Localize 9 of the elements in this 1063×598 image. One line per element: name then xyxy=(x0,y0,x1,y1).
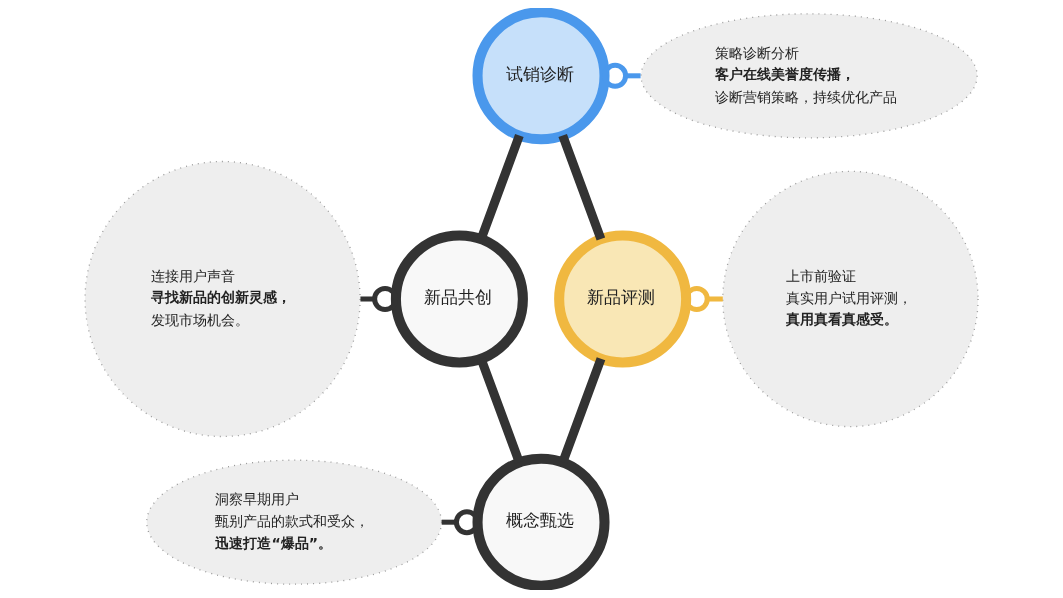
node-circle: 上市前验证 真实用户试用评测， 真用真看真感受。 xyxy=(722,170,979,428)
node-ellipse: 策略诊断分析 客户在线美誉度传播， 诊断营销策略，持续优化产品 xyxy=(640,13,978,139)
node-circle: 试销诊断 xyxy=(472,8,610,145)
connector xyxy=(558,133,606,241)
node-circle: 概念甄选 xyxy=(472,453,610,590)
node-circle: 新品评测 xyxy=(554,230,692,368)
node-ellipse: 洞察早期用户 甄别产品的款式和受众， 迅速打造“爆品”。 xyxy=(146,459,443,585)
node-circle: 新品共创 xyxy=(390,230,528,368)
node-circle: 连接用户声音 寻找新品的创新灵感， 发现市场机会。 xyxy=(84,160,361,438)
